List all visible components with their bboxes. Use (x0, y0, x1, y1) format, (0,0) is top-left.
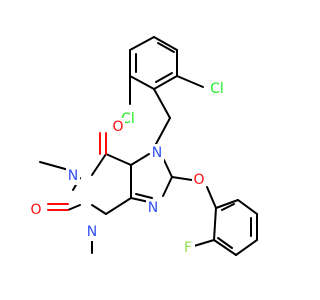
oxygen-label-top: O (112, 119, 123, 135)
molecule-structure: Cl Cl O O N N N N O F (29, 36, 258, 257)
nitrogen-label-n7: N (152, 145, 162, 161)
c-cl-bond-top (176, 75, 204, 88)
ether-bond-b (206, 186, 217, 209)
nitrogen-label-n9: N (148, 200, 158, 216)
nitrogen-label-n1: N (68, 168, 78, 184)
c-f-bond (193, 239, 215, 247)
fluorophenyl-ring (213, 199, 258, 256)
fluorine-label: F (184, 240, 192, 256)
chlorine-label-top: Cl (210, 81, 224, 97)
dichlorophenyl-ring (129, 36, 178, 90)
nitrogen-label-n3: N (87, 224, 97, 240)
benzyl-bond-b (155, 117, 171, 145)
benzyl-bond-a (153, 88, 171, 119)
ether-bond-a (171, 176, 193, 181)
oxygen-label-left: O (30, 202, 41, 218)
oxygen-label-ether: O (193, 172, 204, 188)
